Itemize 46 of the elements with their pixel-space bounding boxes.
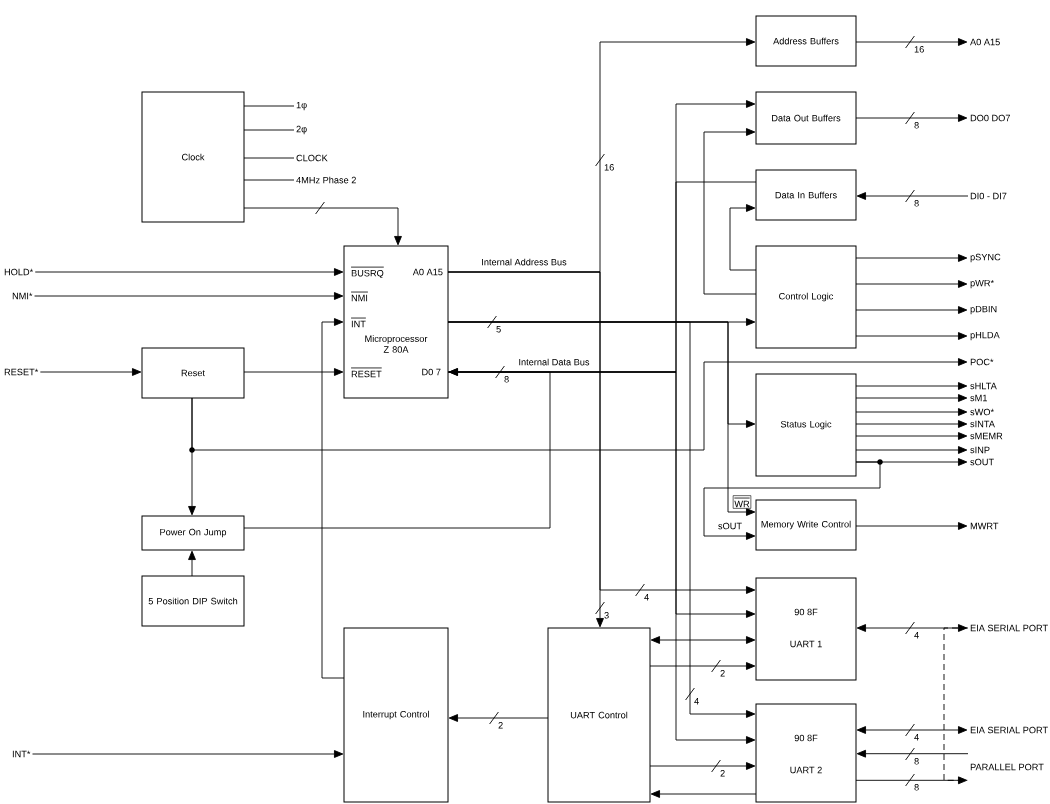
arrow — [448, 181, 757, 376]
arrow — [855, 114, 968, 122]
arrow — [855, 38, 968, 46]
arrow — [243, 207, 402, 246]
arrow — [856, 192, 969, 200]
arrow — [855, 458, 968, 466]
arrow — [856, 749, 969, 758]
arrow — [447, 321, 756, 718]
arrow — [855, 280, 968, 288]
arrow — [856, 726, 968, 734]
arrow — [650, 790, 757, 798]
connector-line — [243, 157, 295, 159]
arrow — [855, 382, 968, 390]
arrow — [856, 624, 968, 632]
arrow — [729, 204, 757, 271]
arrow — [855, 394, 968, 402]
arrow — [649, 762, 756, 770]
arrow — [34, 292, 344, 300]
connector-line — [243, 105, 295, 107]
arrow — [855, 332, 968, 340]
arrow — [650, 636, 756, 644]
arrow — [703, 461, 881, 540]
arrow — [855, 522, 968, 530]
arrow — [855, 420, 968, 428]
arrow — [448, 714, 549, 722]
arrow — [855, 432, 968, 440]
connector-line — [243, 179, 295, 181]
arrow — [855, 254, 968, 262]
arrow — [39, 368, 142, 376]
arrow — [649, 662, 756, 670]
arrow — [855, 776, 968, 785]
arrow — [703, 128, 757, 295]
arrow — [34, 268, 344, 276]
arrow — [32, 750, 344, 758]
connector-line — [243, 129, 295, 131]
arrow — [855, 446, 968, 454]
arrow — [855, 306, 968, 314]
arrow — [321, 318, 345, 679]
arrow — [447, 271, 604, 628]
arrow — [447, 371, 756, 744]
dashed-line — [943, 627, 969, 781]
arrow — [855, 408, 968, 416]
arrow — [191, 358, 968, 451]
arrow — [243, 368, 551, 529]
arrow — [243, 368, 344, 376]
arrow — [188, 550, 196, 577]
